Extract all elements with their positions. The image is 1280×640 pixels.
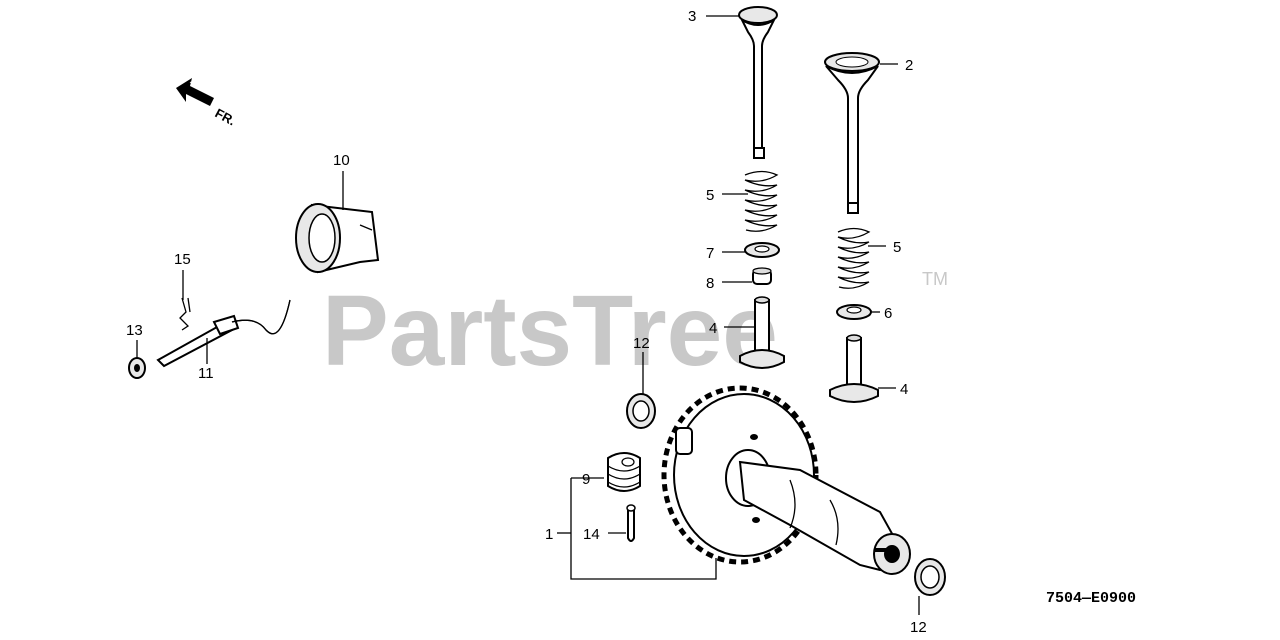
pin-part-14 [626, 504, 636, 542]
callout-4a: 4 [709, 320, 717, 337]
callout-12a: 12 [633, 335, 650, 352]
front-direction-arrow-icon [176, 78, 215, 106]
callout-13: 13 [126, 322, 143, 339]
callout-8: 8 [706, 275, 714, 292]
camshaft-gear-part-1 [661, 385, 911, 575]
callout-12b: 12 [910, 619, 927, 636]
washer-part-13 [128, 357, 146, 379]
callout-4b: 4 [900, 381, 908, 398]
watermark: PartsTree [322, 275, 778, 387]
shim-part-12a [626, 393, 656, 429]
valve-part-2 [824, 52, 880, 214]
callout-15: 15 [174, 251, 191, 268]
callout-14: 14 [583, 526, 600, 543]
tappet-part-4a [739, 296, 785, 369]
tappet-part-4b [829, 334, 879, 403]
valve-rotator-part-6 [836, 304, 872, 320]
bearing-sleeve-part-10 [295, 203, 380, 274]
diagram-code: 7504—E0900 [1046, 590, 1136, 607]
callout-1: 1 [545, 526, 553, 543]
valve-part-3 [738, 6, 778, 159]
trademark: TM [922, 269, 948, 289]
callout-9: 9 [582, 471, 590, 488]
clip-part-15 [179, 297, 191, 331]
callout-5b: 5 [893, 239, 901, 256]
callout-5a: 5 [706, 187, 714, 204]
callout-6: 6 [884, 305, 892, 322]
callout-10: 10 [333, 152, 350, 169]
valve-spring-part-5b [837, 227, 871, 289]
valve-collet-part-8 [752, 267, 772, 285]
governor-arm-part-11 [156, 299, 291, 368]
valve-spring-part-5a [744, 170, 779, 232]
callout-2: 2 [905, 57, 913, 74]
callout-7: 7 [706, 245, 714, 262]
front-direction-label: FR. [213, 105, 239, 128]
weight-part-9 [607, 452, 641, 492]
callout-3: 3 [688, 8, 696, 25]
spring-retainer-part-7 [744, 242, 780, 258]
leader-lines [136, 15, 920, 615]
shim-part-12b [914, 558, 946, 596]
callout-11: 11 [198, 365, 214, 382]
